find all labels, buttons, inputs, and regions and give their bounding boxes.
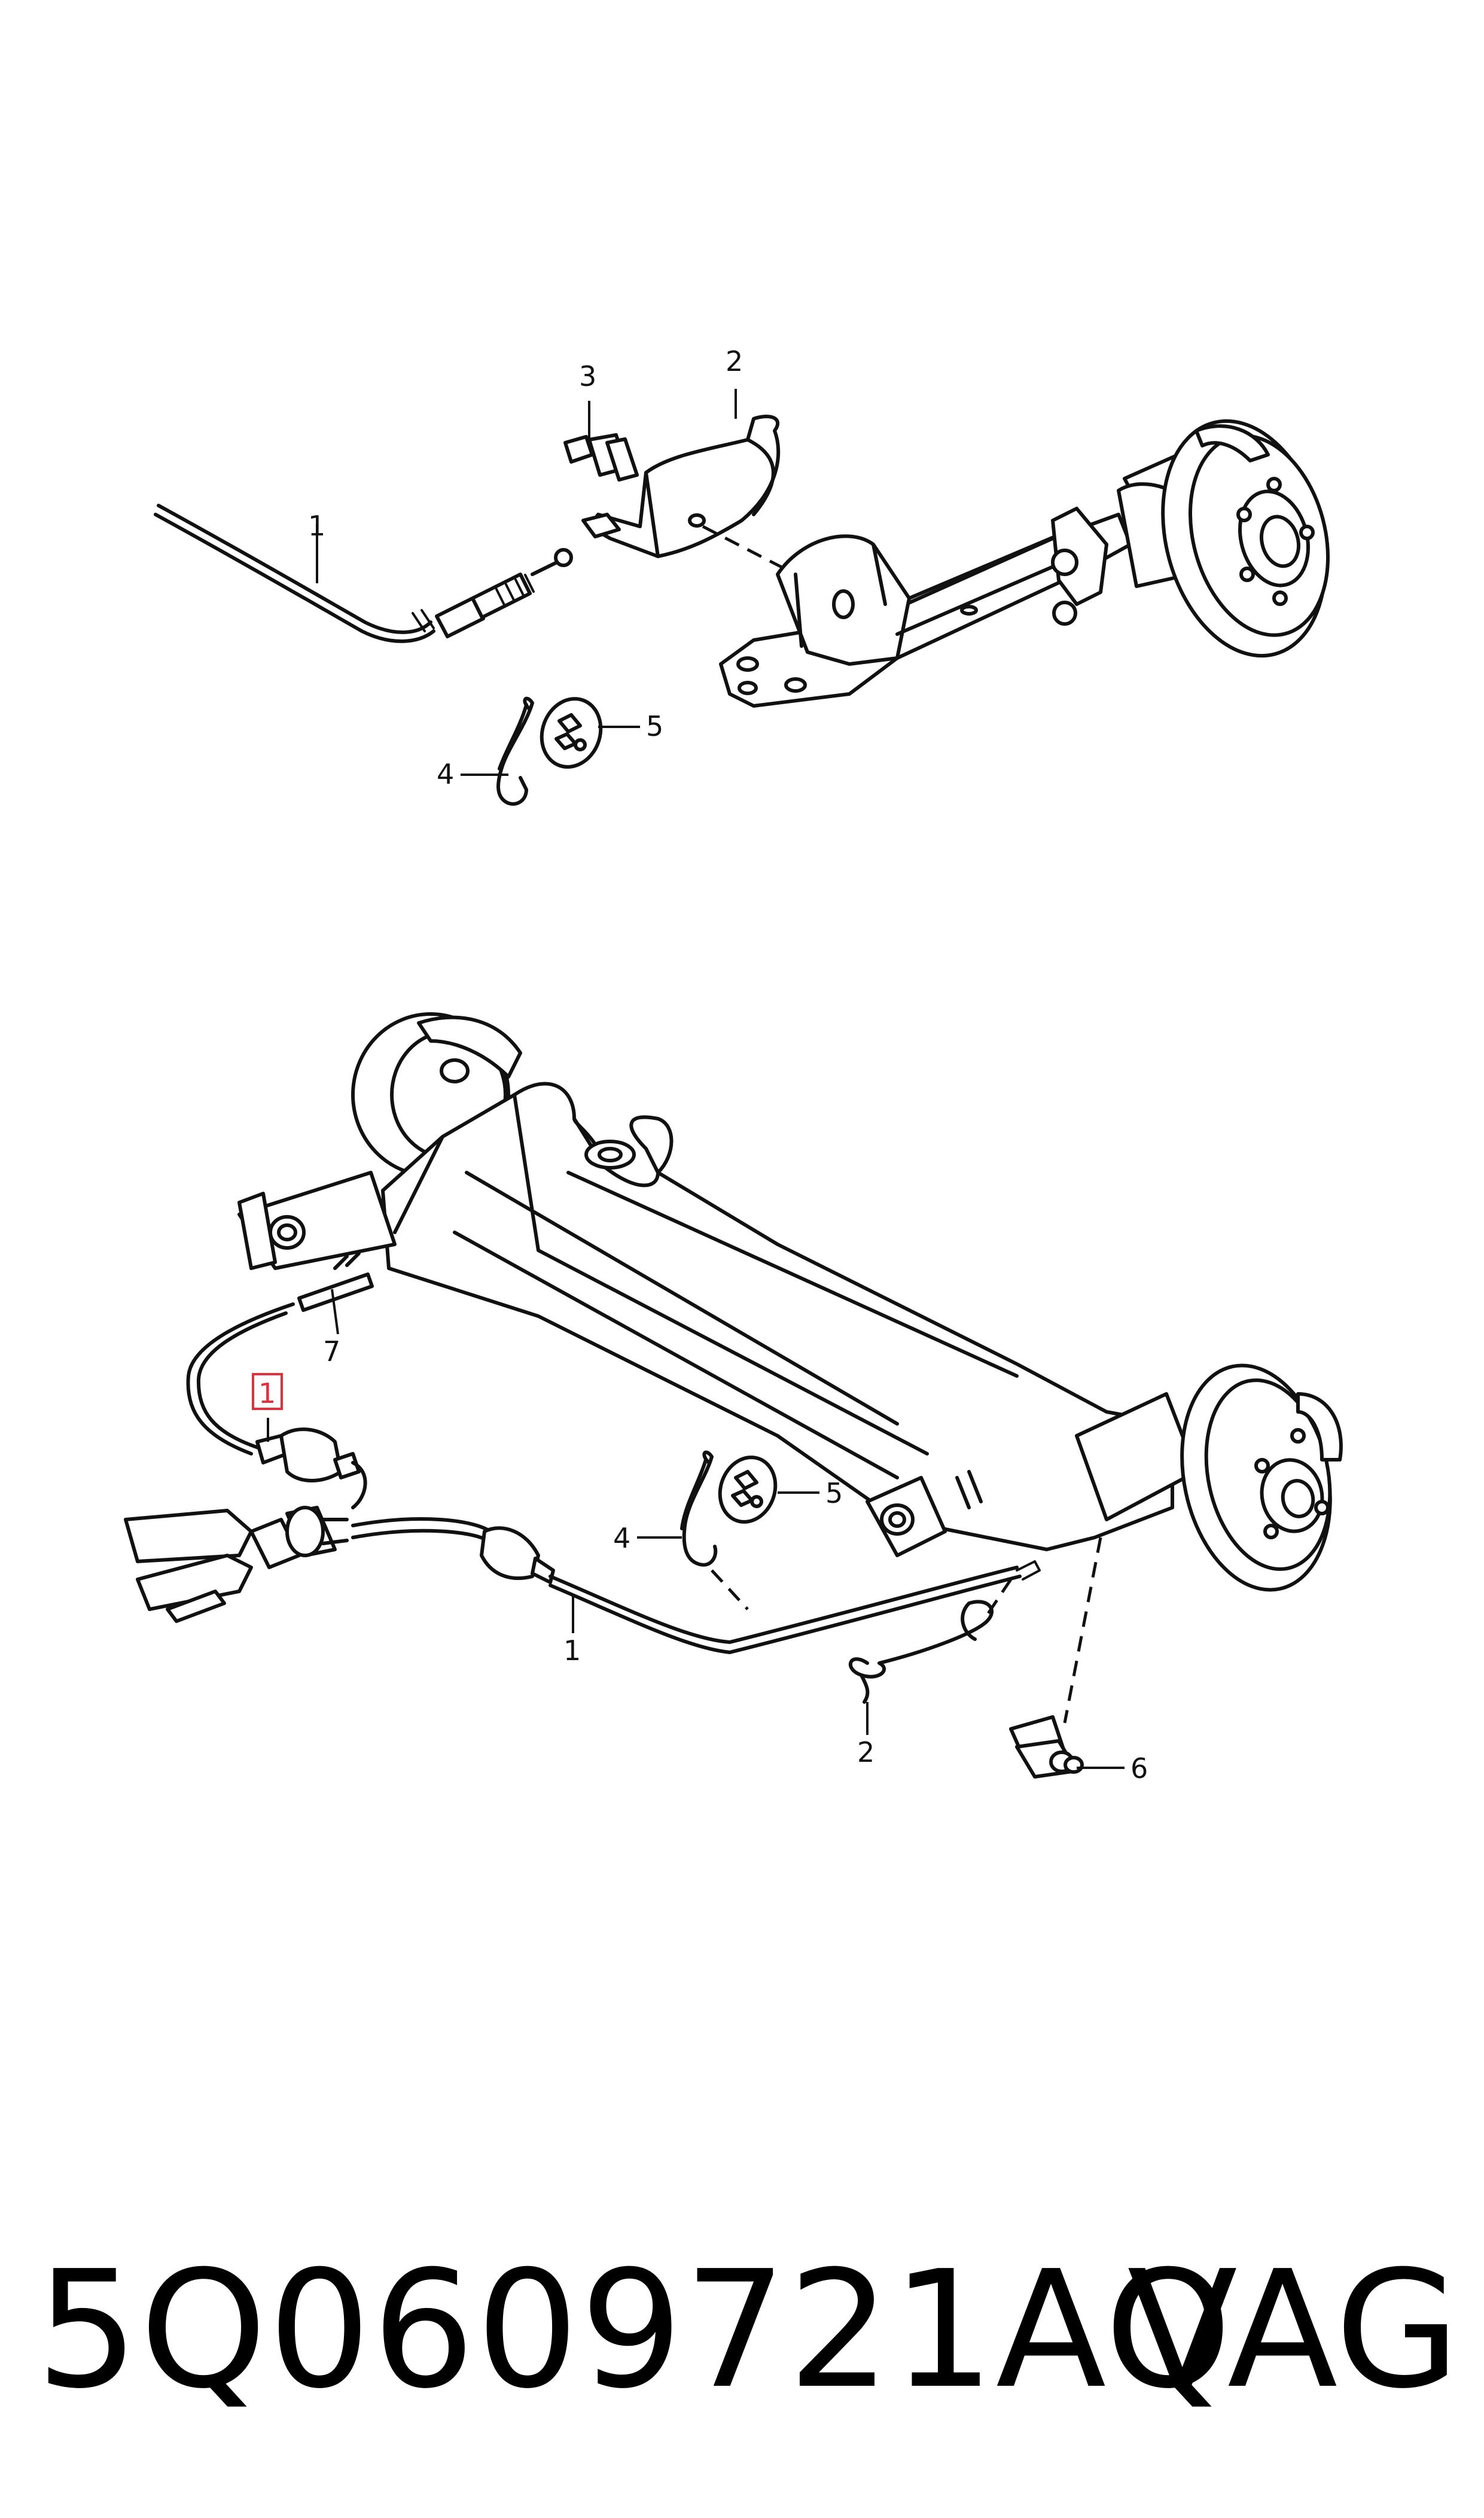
bottom-callout-6: 6	[1130, 1752, 1148, 1785]
bottom-lever-linkage	[124, 1506, 349, 1623]
bottom-right-hub	[1075, 1363, 1343, 1592]
bottom-assembly-line-1	[711, 1569, 749, 1610]
bottom-brake-cable	[186, 1302, 1041, 1654]
top-assembly: 1 2 3 4 5	[154, 345, 1330, 806]
brand-label: VAG	[1127, 2236, 1460, 2424]
bottom-callout-1-highlight: 1	[258, 1377, 276, 1409]
bottom-axle-beam	[237, 1082, 1174, 1557]
top-bracket	[581, 415, 781, 558]
top-callout-5: 5	[646, 710, 663, 742]
bottom-callout-4: 4	[613, 1522, 630, 1554]
bottom-assembly: 1 7 5 4 1 2 6	[124, 1012, 1343, 1785]
bottom-callout-2: 2	[857, 1736, 874, 1768]
top-callout-2: 2	[726, 345, 743, 377]
bottom-assembly-line-3	[1063, 1537, 1102, 1724]
bottom-callout-7: 7	[323, 1335, 340, 1368]
bottom-bracket	[1009, 1715, 1084, 1779]
bottom-clip	[682, 1450, 718, 1567]
top-callout-4: 4	[437, 758, 454, 790]
top-callout-3: 3	[579, 360, 596, 392]
top-bolt	[563, 433, 639, 482]
top-axle-arm	[719, 507, 1132, 708]
highlighted-callout-box	[252, 1373, 283, 1410]
bottom-assembly-line-2	[985, 1578, 1013, 1616]
top-clip	[496, 696, 534, 806]
bottom-callout-5: 5	[825, 1477, 843, 1509]
bottom-pin	[297, 1272, 374, 1312]
bottom-spring-clip	[848, 1600, 994, 1679]
bottom-grommet	[718, 1456, 778, 1524]
part-number: 5Q0609721AQ	[36, 2236, 1233, 2424]
top-assembly-line	[702, 525, 797, 576]
top-brake-disc	[1117, 419, 1330, 658]
top-callout-1: 1	[308, 510, 325, 542]
top-brake-cable	[154, 504, 573, 643]
bottom-callout-1: 1	[563, 1634, 581, 1667]
top-grommet	[540, 697, 603, 769]
